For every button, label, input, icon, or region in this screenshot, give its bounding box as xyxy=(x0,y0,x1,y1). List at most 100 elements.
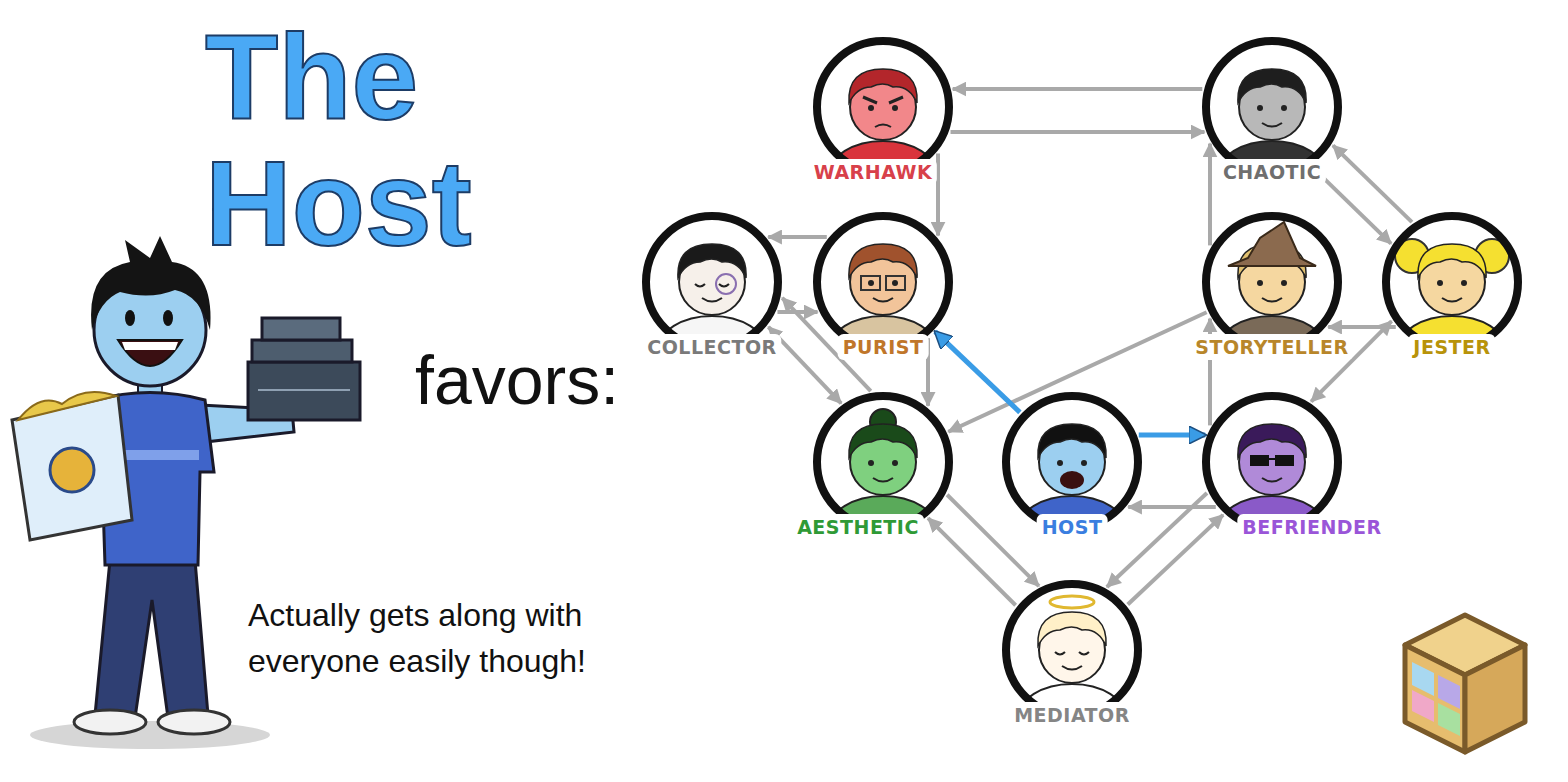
eye xyxy=(1281,280,1287,286)
logo-square xyxy=(1438,675,1460,709)
name-holder: JESTER xyxy=(1408,334,1495,360)
shoe xyxy=(158,710,230,734)
avatar-portrait xyxy=(1218,69,1326,177)
mouth xyxy=(875,125,891,128)
name-holder: STORYTELLER xyxy=(1190,334,1353,360)
hair xyxy=(1418,244,1486,278)
bag-logo xyxy=(50,448,94,492)
avatar-circle xyxy=(1002,580,1142,720)
halo xyxy=(1050,596,1094,608)
mouth xyxy=(1442,298,1462,302)
hair xyxy=(1238,69,1306,103)
shoulders xyxy=(1218,141,1326,177)
avatar-ring xyxy=(1006,396,1138,528)
console-detail xyxy=(258,389,350,391)
mouth xyxy=(118,340,182,366)
character-node: CHAOTIC xyxy=(1202,37,1342,177)
title: The Host xyxy=(205,14,625,266)
relation-arrow xyxy=(928,518,1016,605)
mouth xyxy=(1060,471,1084,489)
avatar-circle xyxy=(1202,392,1342,532)
hair xyxy=(1038,612,1106,646)
eye xyxy=(1461,280,1467,286)
mouth xyxy=(873,478,893,482)
character-node: STORYTELLER xyxy=(1202,212,1342,352)
relation-arrow xyxy=(1208,144,1212,246)
logo-right xyxy=(1465,645,1525,752)
eye xyxy=(1081,460,1087,466)
character-name: AESTHETIC xyxy=(792,514,924,540)
avatar-circle xyxy=(813,392,953,532)
relation-arrow xyxy=(953,87,1203,91)
avatar-portrait xyxy=(1395,239,1509,352)
name-holder: WARHAWK xyxy=(809,159,937,185)
name-holder: COLLECTOR xyxy=(642,334,781,360)
character-node: PURIST xyxy=(813,212,953,352)
avatar-circle xyxy=(813,212,953,352)
mouth xyxy=(873,298,893,302)
avatar-ring xyxy=(646,216,778,348)
subtitle: favors: xyxy=(415,340,675,420)
glasses xyxy=(886,276,905,290)
character-name: STORYTELLER xyxy=(1190,334,1353,360)
relation-arrow xyxy=(1333,145,1412,222)
name-holder: CHAOTIC xyxy=(1218,159,1326,185)
character-name: COLLECTOR xyxy=(642,334,781,360)
hair xyxy=(849,69,917,103)
sunglasses xyxy=(1275,455,1294,466)
name-holder: MEDIATOR xyxy=(1009,702,1135,728)
logo-square xyxy=(1438,703,1460,736)
relation-arrow xyxy=(1128,515,1223,605)
name-holder: HOST xyxy=(1037,514,1108,540)
mouth xyxy=(1262,298,1282,302)
character-node: BEFRIENDER xyxy=(1202,392,1342,532)
hair xyxy=(1038,424,1106,458)
glasses xyxy=(861,276,880,290)
name-holder: BEFRIENDER xyxy=(1237,514,1386,540)
shoulders xyxy=(1398,316,1506,352)
eye xyxy=(1079,652,1089,655)
sunglasses xyxy=(1250,455,1269,466)
shoulders xyxy=(829,316,937,352)
hair xyxy=(1238,424,1306,458)
avatar-circle xyxy=(1002,392,1142,532)
logo-square xyxy=(1412,690,1434,722)
eye xyxy=(892,280,898,286)
label-holder: favors: xyxy=(415,340,675,420)
relation-arrow xyxy=(935,332,1020,413)
character-node: JESTER xyxy=(1382,212,1522,352)
name-holder: AESTHETIC xyxy=(792,514,924,540)
character-name: JESTER xyxy=(1408,334,1495,360)
character-node: COLLECTOR xyxy=(642,212,782,352)
avatar-ring xyxy=(1206,396,1338,528)
avatar-circle xyxy=(1202,37,1342,177)
character-name: WARHAWK xyxy=(809,159,937,185)
mouth xyxy=(1262,123,1282,127)
avatar-ring xyxy=(1206,41,1338,173)
logo-square xyxy=(1412,662,1434,696)
character-node: MEDIATOR xyxy=(1002,580,1142,720)
relation-arrow xyxy=(1128,505,1216,509)
relation-arrow xyxy=(951,130,1205,134)
avatar-circle xyxy=(813,37,953,177)
avatar-ring xyxy=(1006,584,1138,716)
console xyxy=(252,340,352,362)
wizard-hat xyxy=(1228,222,1316,266)
character-name: CHAOTIC xyxy=(1218,159,1326,185)
teeth xyxy=(122,342,178,350)
brow xyxy=(863,97,877,103)
character-node: AESTHETIC xyxy=(813,392,953,532)
eye xyxy=(868,280,874,286)
connector-group xyxy=(768,89,1412,605)
eye xyxy=(1057,460,1063,466)
avatar-portrait xyxy=(829,244,937,352)
relation-arrow xyxy=(768,235,827,239)
character-name: MEDIATOR xyxy=(1009,702,1135,728)
name-holder: PURIST xyxy=(838,334,929,360)
eye xyxy=(1257,105,1263,111)
character-name: BEFRIENDER xyxy=(1237,514,1386,540)
avatar-circle xyxy=(1202,212,1342,352)
eye xyxy=(1055,652,1065,655)
eye xyxy=(1281,105,1287,111)
